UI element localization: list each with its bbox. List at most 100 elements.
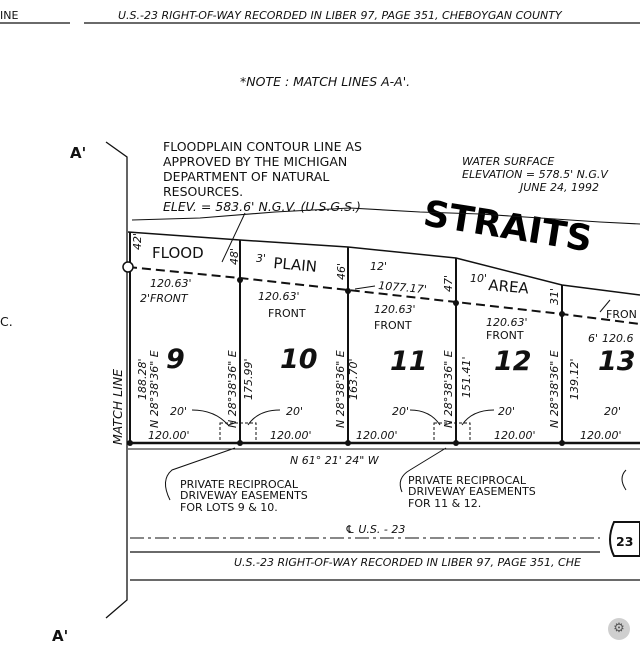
easement-11-12-line-2: DRIVEWAY EASEMENTS (408, 485, 536, 498)
corner-marker (559, 440, 565, 446)
road-bearing: N 61° 21' 24" W (290, 454, 380, 467)
dist-3: 3' (256, 252, 266, 265)
top-left-fragment: INE (0, 9, 18, 22)
dist-48: 48' (228, 248, 241, 265)
lot-12-road-frontage: 120.00' (494, 429, 536, 442)
lot-12: 120.63' FRONT 12 151.41' N 28°38'36" E 2… (442, 316, 536, 442)
lot-11-easement-width: 20' (392, 405, 409, 418)
lot-10-front-label: FRONT (268, 307, 306, 320)
easement-11-12-line-1: PRIVATE RECIPROCAL (408, 474, 527, 487)
easement-note-9-10: PRIVATE RECIPROCAL DRIVEWAY EASEMENTS FO… (180, 478, 308, 514)
dist-10: 10' (470, 272, 487, 285)
lot-9-easement-width: 20' (170, 405, 187, 418)
settings-icon[interactable]: ⚙ (608, 618, 630, 640)
lot-9-depth: 188.28' (136, 358, 149, 400)
match-line (105, 141, 128, 619)
front-leader (599, 299, 611, 313)
lot-11-front-label: FRONT (374, 319, 412, 332)
dist-12: 12' (370, 260, 387, 273)
lot-13-road-frontage: 120.00' (580, 429, 622, 442)
lot-11-road-frontage: 120.00' (356, 429, 398, 442)
centerline-label: ℄ U.S. - 23 (345, 523, 405, 536)
lot-9-number: 9 (166, 344, 185, 375)
match-label-top: A' (70, 144, 86, 162)
easement-11-12-leader (399, 447, 447, 493)
lot-10-easement-width: 20' (286, 405, 303, 418)
dist-31: 31' (548, 288, 561, 305)
bottom-right-of-way-text: U.S.-23 RIGHT-OF-WAY RECORDED IN LIBER 9… (234, 556, 581, 569)
monument-marker (122, 261, 134, 273)
lot-9-bearing: N 28°38'36" E (148, 350, 161, 428)
easement-9-10-leader (165, 447, 236, 501)
flood-word: FLOOD (152, 244, 204, 262)
easement-arrows (191, 409, 495, 426)
dist-6: 6' (588, 332, 598, 345)
easement-9-10-line-3: FOR LOTS 9 & 10. (180, 501, 278, 514)
lot-13: 120.6 FRON 13 139.12' N 28°38'36" E 20' … (548, 308, 637, 442)
water-note-line-1: WATER SURFACE (462, 155, 554, 168)
lot-12-bearing: N 28°38'36" E (442, 350, 455, 428)
lot-13-depth: 139.12' (568, 358, 581, 400)
easement-13-leader (621, 469, 627, 491)
straits-label: STRAITS (421, 193, 595, 260)
dist-42: 42' (131, 233, 144, 250)
easement-note-11-12: PRIVATE RECIPROCAL DRIVEWAY EASEMENTS FO… (408, 474, 536, 510)
lot-11: 120.63' FRONT 11 163.70' N 28°38'36" E 2… (334, 303, 428, 442)
water-surface-note: WATER SURFACE ELEVATION = 578.5' N.G.V J… (462, 155, 609, 194)
corner-marker (559, 311, 565, 317)
match-line-label: MATCH LINE (110, 369, 125, 445)
lot-12-front: 120.63' (486, 316, 528, 329)
lot-10-number: 10 (280, 344, 318, 375)
lot-9: 120.63' 9 188.28' N 28°38'36" E 20' 120.… (136, 277, 192, 442)
corner-marker (127, 440, 133, 446)
lot-10-road-frontage: 120.00' (270, 429, 312, 442)
lot-10-front: 120.63' (258, 290, 300, 303)
floodplain-note-line-5: ELEV. = 583.6' N.G.V. (U.S.G.S.) (163, 199, 361, 214)
floodplain-note: FLOODPLAIN CONTOUR LINE AS APPROVED BY T… (163, 139, 362, 214)
dist-2-front: 2'FRONT (140, 292, 189, 305)
easement-11-12-line-3: FOR 11 & 12. (408, 497, 481, 510)
corner-marker (237, 277, 243, 283)
lot-13-front-label: FRON (606, 308, 637, 321)
left-edge-fragment: C. (0, 314, 13, 329)
lot-10: 120.63' FRONT 10 175.99' N 28°38'36" E 2… (226, 290, 318, 442)
lot-12-front-label: FRONT (486, 329, 524, 342)
top-right-of-way-text: U.S.-23 RIGHT-OF-WAY RECORDED IN LIBER 9… (118, 9, 563, 22)
floodplain-contour-line (127, 266, 640, 325)
lot-10-depth: 175.99' (242, 358, 255, 400)
corner-marker (453, 300, 459, 306)
match-label-bottom: A' (52, 627, 68, 645)
lot-13-easement-width: 20' (604, 405, 621, 418)
easement-box-9-10 (219, 422, 257, 444)
traverse-arrow (354, 285, 376, 290)
lot-12-depth: 151.41' (460, 356, 473, 398)
lot-9-front: 120.63' (150, 277, 192, 290)
corner-marker (345, 288, 351, 294)
area-word: AREA (488, 276, 531, 298)
lot-9-road-frontage: 120.00' (148, 429, 190, 442)
lot-11-depth: 163.70' (347, 358, 360, 400)
lot-13-bearing: N 28°38'36" E (548, 350, 561, 428)
floodplain-note-line-4: RESOURCES. (163, 184, 243, 199)
plain-word: PLAIN (273, 254, 318, 276)
water-note-line-2: ELEVATION = 578.5' N.G.V (462, 168, 609, 181)
match-lines-note: *NOTE : MATCH LINES A-A'. (240, 74, 410, 89)
lot-12-number: 12 (494, 346, 532, 377)
easement-9-10-line-1: PRIVATE RECIPROCAL (180, 478, 299, 491)
lot-11-number: 11 (390, 346, 428, 377)
route-shield-number: 23 (616, 534, 633, 549)
lot-10-bearing: N 28°38'36" E (226, 350, 239, 428)
water-note-line-3: JUNE 24, 1992 (518, 181, 599, 194)
lot-13-front: 120.6 (602, 332, 634, 345)
route-shield (609, 521, 640, 557)
lot-12-easement-width: 20' (498, 405, 515, 418)
floodplain-leader (221, 212, 246, 263)
lot-13-number: 13 (598, 346, 636, 377)
floodplain-note-line-3: DEPARTMENT OF NATURAL (163, 169, 329, 184)
floodplain-note-line-1: FLOODPLAIN CONTOUR LINE AS (163, 139, 362, 154)
floodplain-note-line-2: APPROVED BY THE MICHIGAN (163, 154, 347, 169)
lot-11-front: 120.63' (374, 303, 416, 316)
traverse-distance: 1077.17' (378, 279, 427, 296)
easement-9-10-line-2: DRIVEWAY EASEMENTS (180, 489, 308, 502)
